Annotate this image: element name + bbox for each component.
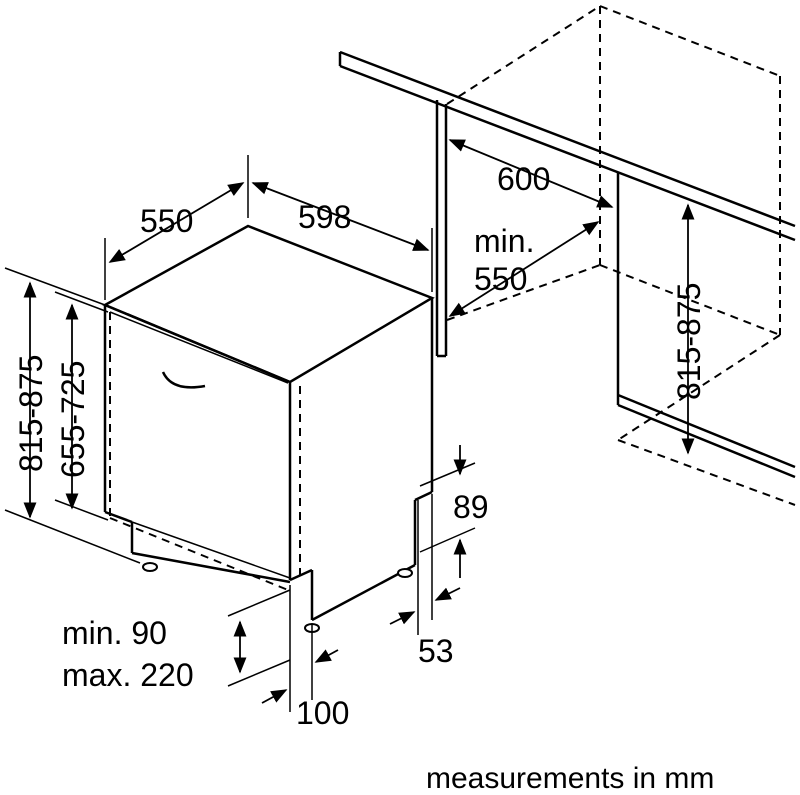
measurements-note: measurements in mm <box>426 762 714 795</box>
feet <box>142 562 413 633</box>
label-offset-100: 100 <box>296 695 349 731</box>
label-depth-550: 550 <box>140 203 193 239</box>
dimension-min-550-niche <box>448 221 600 317</box>
label-width-598: 598 <box>298 199 351 235</box>
label-gap-min: min. 90 <box>62 615 167 651</box>
adjacent-cabinet-edge <box>616 172 796 479</box>
dishwasher-body <box>102 224 435 622</box>
door-handle <box>161 371 206 389</box>
label-niche-min: min. <box>474 223 534 259</box>
dimension-600-niche <box>448 139 614 208</box>
niche-side-panel <box>435 100 448 358</box>
label-niche-600: 600 <box>497 161 550 197</box>
countertop <box>338 50 796 242</box>
label-niche-min-550: 550 <box>474 261 527 297</box>
label-niche-height: 815-875 <box>671 283 707 400</box>
dimension-53 <box>389 494 461 635</box>
dimension-550-depth <box>104 155 249 300</box>
label-total-height: 815-875 <box>13 355 49 472</box>
label-53: 53 <box>418 633 454 669</box>
dimension-door-height <box>54 291 109 521</box>
dimension-89 <box>419 445 476 578</box>
dimension-door-gap <box>227 589 291 687</box>
dimension-total-height <box>4 267 141 564</box>
niche-outline-dashed <box>446 5 796 506</box>
label-gap-max: max. 220 <box>62 657 194 693</box>
dimension-100 <box>261 585 339 712</box>
label-door-height: 655-725 <box>55 361 91 478</box>
dimension-598-width <box>251 182 433 292</box>
label-plinth-89: 89 <box>453 489 489 525</box>
door-panel-outline <box>109 311 301 591</box>
